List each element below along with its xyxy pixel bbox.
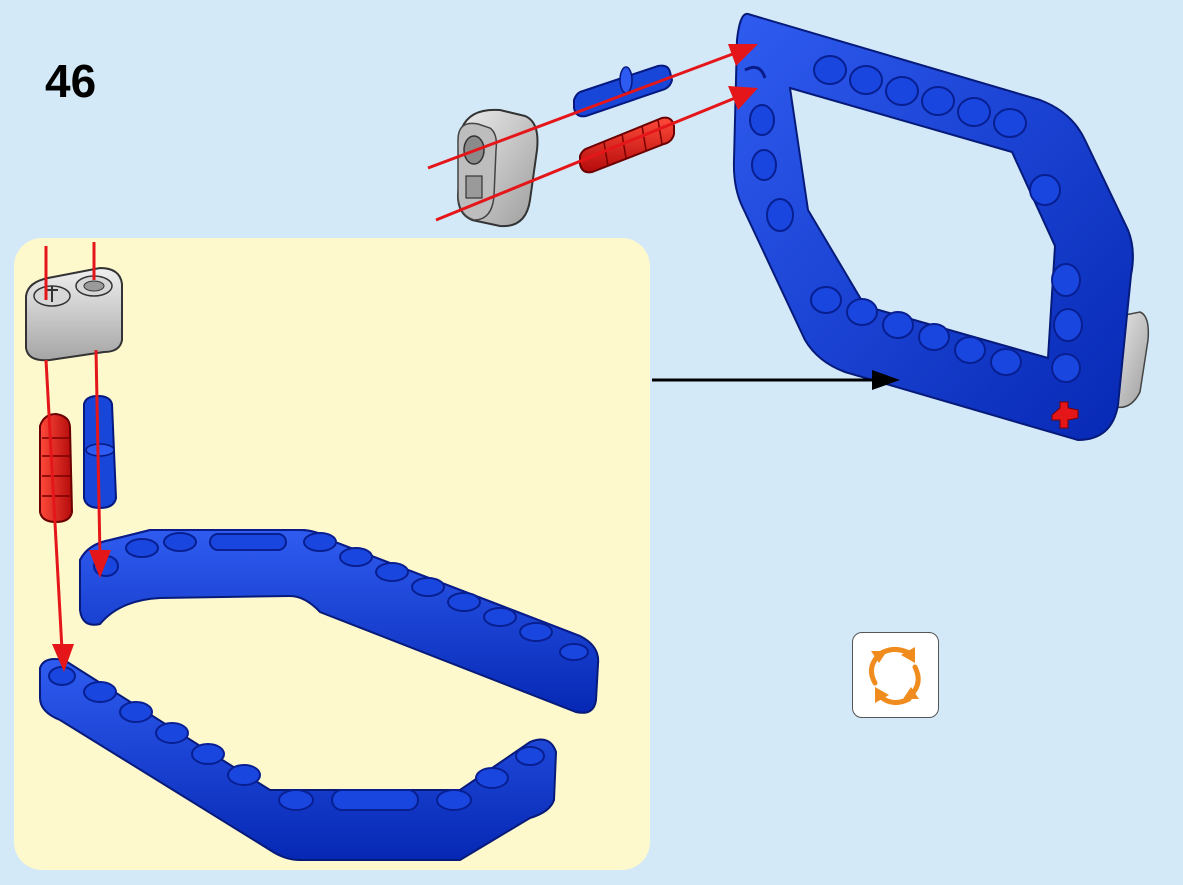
rotate-model-icon	[869, 647, 921, 705]
step-number: 46	[45, 55, 97, 107]
red-axle	[39, 412, 74, 524]
upper-bent-beam	[79, 529, 600, 714]
placement-arrows-callout	[44, 242, 111, 672]
lower-bent-beam	[39, 658, 558, 861]
axle-end-in-frame	[1051, 401, 1079, 429]
blue-pin	[83, 394, 118, 510]
grey-connector	[25, 266, 123, 362]
rotate-model-button[interactable]	[852, 632, 939, 718]
placement-arrows-main	[427, 44, 758, 222]
placement-arrow-icon	[652, 370, 900, 390]
hexagon-frame	[732, 12, 1134, 442]
